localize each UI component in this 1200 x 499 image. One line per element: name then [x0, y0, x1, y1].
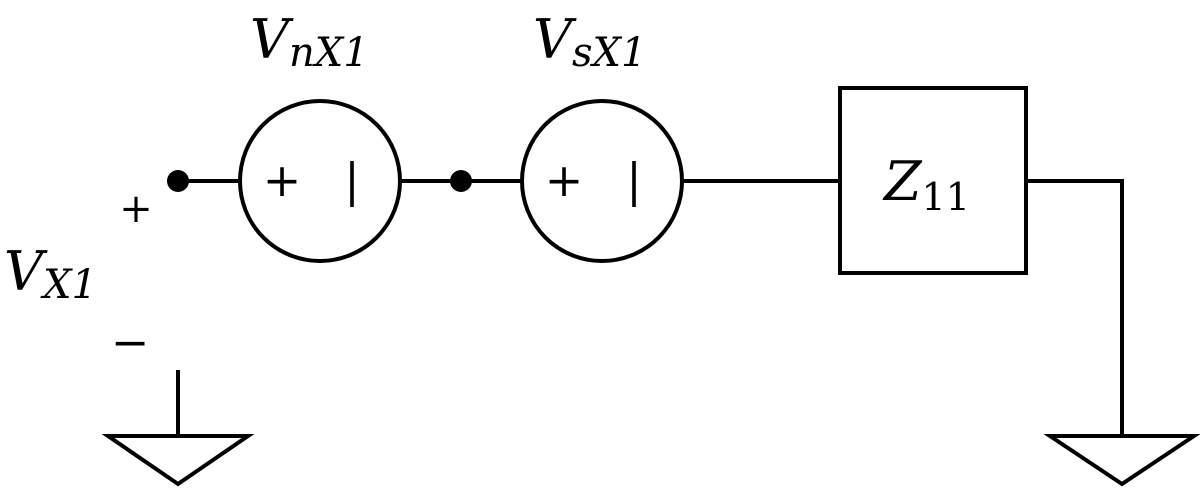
voltage-source-1: [238, 99, 402, 263]
source2-minus-sign: |: [626, 153, 642, 207]
ground-symbol-right: [1043, 434, 1200, 487]
port-plus-sign: +: [119, 186, 153, 232]
source1-minus-sign: |: [344, 153, 360, 207]
voltage-source-2: [520, 99, 684, 263]
impedance-box: [838, 86, 1028, 275]
source1-plus-sign: +: [263, 153, 302, 207]
port-minus-sign: −: [111, 315, 150, 369]
source1-label: VnX1: [250, 8, 369, 76]
ground-symbol-left: [101, 434, 255, 487]
source2-label: VsX1: [533, 8, 646, 76]
junction-node: [450, 170, 472, 192]
source2-plus-sign: +: [545, 153, 584, 207]
wire-impedance-to-ground: [1026, 179, 1124, 436]
terminal-node: [167, 170, 189, 192]
impedance-label: Z11: [882, 150, 970, 219]
port-voltage-label: VX1: [4, 240, 97, 308]
